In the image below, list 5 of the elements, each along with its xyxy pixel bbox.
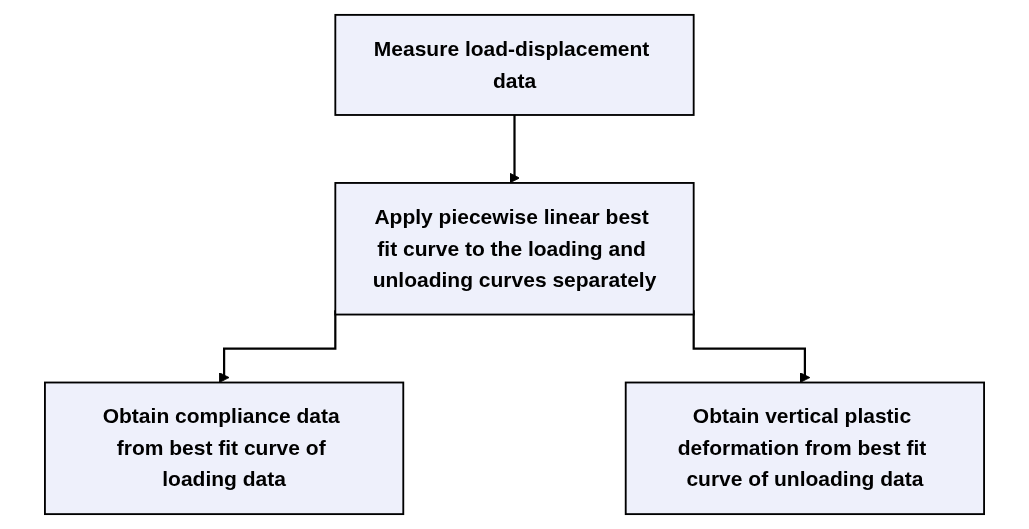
- node-box: Apply piecewise linear best fit curve to the loading and unloading curves separately: [334, 182, 695, 316]
- node-box: Obtain vertical plastic deformation from best fit curve of unloading data: [624, 381, 985, 516]
- node-box: Obtain compliance data from best fit curve of loading data: [44, 381, 405, 516]
- node-box: Measure load-displacement data: [334, 13, 695, 116]
- arrow: [509, 115, 520, 184]
